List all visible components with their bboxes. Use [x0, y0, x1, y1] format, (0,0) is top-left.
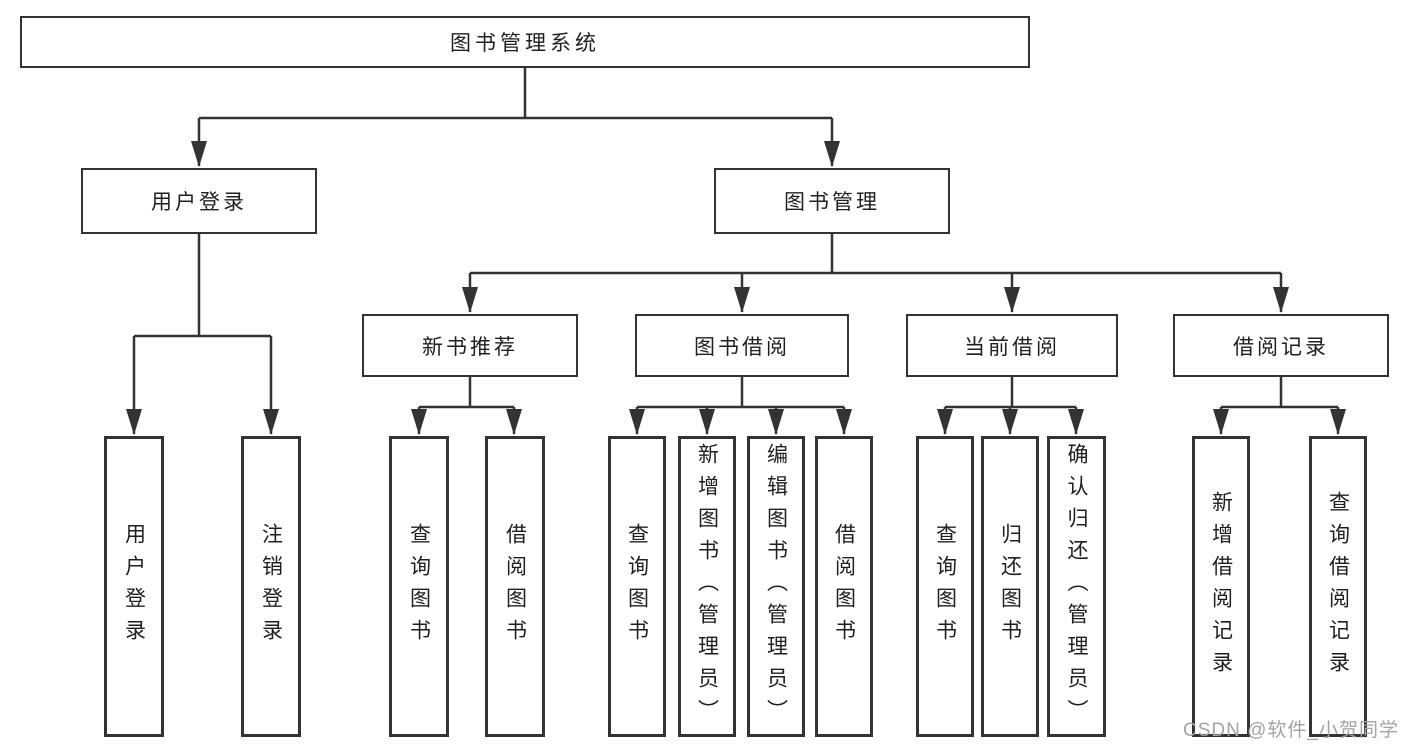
csdn-watermark: CSDN @软件_小贺同学 — [1183, 720, 1399, 741]
leaf-query-borrow-record: 查询借阅记录 — [1309, 436, 1367, 737]
leaf-query-books-recommend: 查询图书 — [389, 436, 449, 737]
leaf-borrow-books: 借阅图书 — [815, 436, 873, 737]
node-user-login: 用户登录 — [81, 168, 317, 234]
leaf-user-login: 用户登录 — [104, 436, 164, 737]
leaf-confirm-return-admin: 确认归还（管理员） — [1047, 436, 1106, 737]
leaf-borrow-books-recommend: 借阅图书 — [485, 436, 545, 737]
leaf-logout: 注销登录 — [241, 436, 301, 737]
leaf-return-books: 归还图书 — [981, 436, 1039, 737]
node-book-borrow: 图书借阅 — [635, 314, 849, 377]
node-library-management-system: 图书管理系统 — [20, 16, 1030, 68]
node-current-borrow: 当前借阅 — [906, 314, 1118, 377]
leaf-query-books-borrow: 查询图书 — [608, 436, 666, 737]
leaf-add-borrow-record: 新增借阅记录 — [1192, 436, 1250, 737]
leaf-query-books-current: 查询图书 — [916, 436, 974, 737]
node-book-management: 图书管理 — [714, 168, 950, 234]
node-borrow-records: 借阅记录 — [1173, 314, 1389, 377]
node-new-book-recommend: 新书推荐 — [362, 314, 578, 377]
leaf-add-book-admin: 新增图书（管理员） — [678, 436, 736, 737]
leaf-edit-book-admin: 编辑图书（管理员） — [747, 436, 805, 737]
